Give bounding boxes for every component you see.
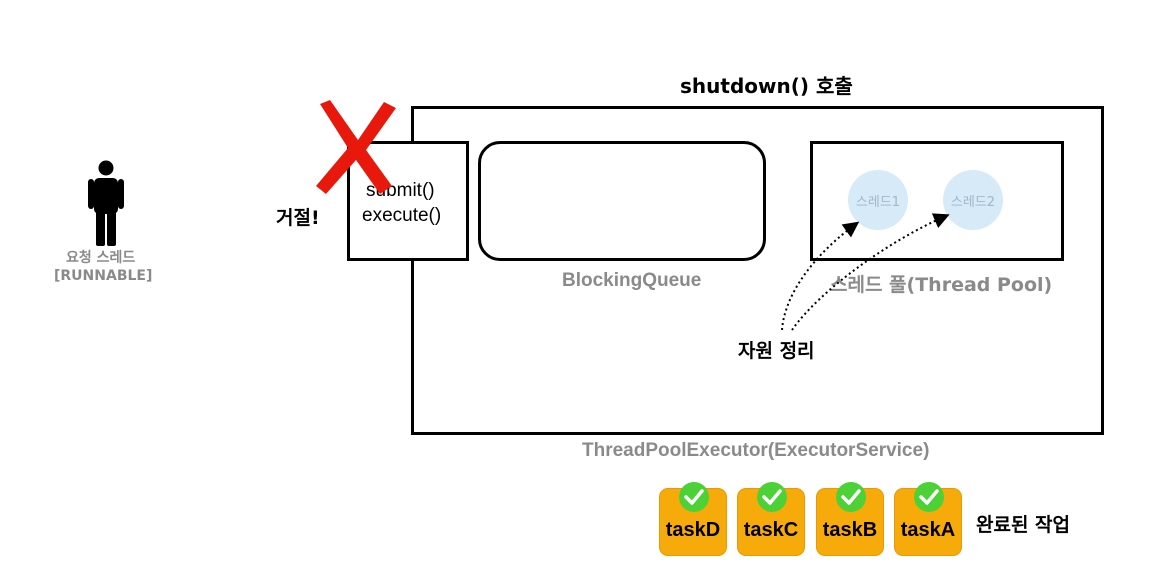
- blocking-queue-label: BlockingQueue: [562, 270, 702, 291]
- cleanup-arrows: [781, 213, 950, 331]
- person-icon: [88, 160, 124, 246]
- check-icon: [757, 482, 787, 512]
- task-c: taskC: [737, 482, 805, 556]
- thread-1: 스레드1: [848, 170, 908, 230]
- execute-method-label: execute(): [362, 205, 442, 226]
- task-label: taskB: [822, 519, 878, 541]
- task-label: taskA: [900, 519, 956, 541]
- reject-x-icon: [316, 100, 396, 194]
- cleanup-label: 자원 정리: [738, 340, 815, 362]
- thread-pool-label: 스레드 풀(Thread Pool): [830, 274, 1053, 296]
- diagram-title: shutdown() 호출: [680, 74, 853, 98]
- check-icon: [836, 482, 866, 512]
- completed-tasks-label: 완료된 작업: [976, 514, 1071, 536]
- task-a: taskA: [894, 482, 962, 556]
- client-state-label: [RUNNABLE]: [54, 268, 153, 284]
- task-label: taskD: [665, 519, 721, 541]
- client-thread-label: 요청 스레드: [66, 250, 136, 266]
- task-d: taskD: [659, 482, 727, 556]
- thread-pool-box: [810, 141, 1064, 261]
- task-label: taskC: [743, 519, 799, 541]
- executor-label: ThreadPoolExecutor(ExecutorService): [582, 440, 930, 461]
- thread-2: 스레드2: [943, 170, 1003, 230]
- check-icon: [914, 482, 944, 512]
- rejected-label: 거절!: [276, 207, 320, 229]
- check-icon: [679, 482, 709, 512]
- blocking-queue-box: [478, 141, 766, 261]
- task-b: taskB: [816, 482, 884, 556]
